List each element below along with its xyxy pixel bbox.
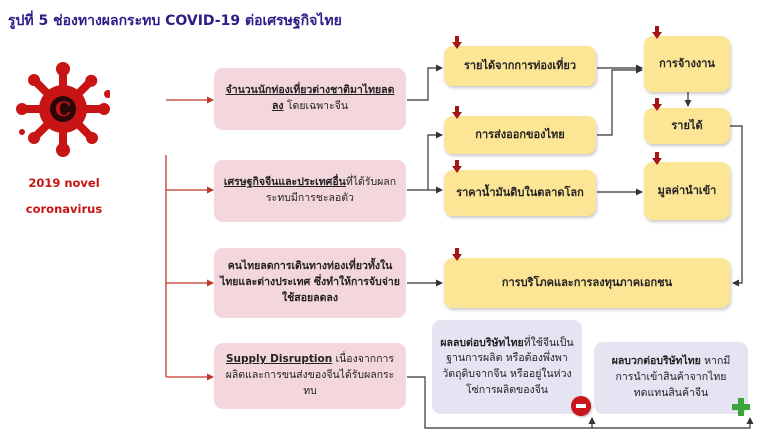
effect-exports-label: การส่งออกของไทย [475, 127, 565, 141]
virus-label-line1: 2019 novel [28, 176, 100, 190]
impact-positive-emph: ผลบวกต่อบริษัทไทย [611, 355, 701, 368]
effect-exports-box: การส่งออกของไทย [444, 116, 596, 154]
effect-import-value-label: มูลค่านำเข้า [657, 183, 717, 197]
effect-import-value-box: มูลค่านำเข้า [644, 162, 730, 220]
minus-icon [571, 396, 591, 416]
effect-income-box: รายได้ [644, 108, 730, 144]
effect-income-label: รายได้ [671, 118, 703, 132]
effect-employment-label: การจ้างงาน [659, 56, 715, 70]
impact-negative-box: ผลลบต่อบริษัทไทยที่ใช้จีนเป็นฐานการผลิต … [432, 320, 582, 414]
impact-negative-rest: ที่ใช้จีนเป็นฐานการผลิต หรือต้องพึ่งพาวั… [442, 336, 574, 396]
virus-label-line2: coronavirus [25, 202, 103, 216]
down-flag-icon [652, 26, 662, 39]
cause-thai-travel-box: คนไทยลดการเดินทางท่องเที่ยวทั้งในไทยและต… [214, 248, 406, 318]
cause-tourists-emph: จำนวนนักท่องเที่ยวต่างชาติมาไทยลดลง [225, 84, 395, 112]
down-flag-icon [452, 160, 462, 173]
cause-china-econ-rest: ที่ได้รับผลกระทบมีการชะลอตัว [266, 176, 397, 204]
down-flag-icon [452, 248, 462, 261]
impact-negative-emph: ผลลบต่อบริษัทไทย [440, 336, 524, 349]
cause-arrows [165, 96, 214, 381]
impact-positive-box: ผลบวกต่อบริษัทไทย หากมีการนำเข้าสินค้าจา… [594, 342, 748, 414]
down-flag-icon [652, 152, 662, 165]
cause-supply-rest: เนื่องจากการผลิตและการขนส่งของจีนได้รับผ… [225, 353, 395, 397]
effect-consumption-box: การบริโภคและการลงทุนภาคเอกชน [444, 258, 730, 308]
effect-oil-price-box: ราคาน้ำมันดิบในตลาดโลก [444, 170, 596, 216]
effect-tourism-income-label: รายได้จากการท่องเที่ยว [463, 58, 577, 72]
cause-china-econ-emph: เศรษฐกิจจีนและประเทศอื่น [223, 176, 346, 189]
impact-positive-rest: หากมีการนำเข้าสินค้าจากไทยทดแทนสินค้าจีน [615, 355, 731, 399]
diagram-title: รูปที่ 5 ช่องทางผลกระทบ COVID-19 ต่อเศรษ… [8, 13, 342, 29]
effect-consumption-label: การบริโภคและการลงทุนภาคเอกชน [501, 275, 673, 289]
effect-oil-price-label: ราคาน้ำมันดิบในตลาดโลก [456, 185, 584, 199]
effect-employment-box: การจ้างงาน [644, 36, 730, 92]
cause-supply-box: Supply Disruption เนื่องจากการผลิตและการ… [214, 343, 406, 409]
cause-tourists-box: จำนวนนักท่องเที่ยวต่างชาติมาไทยลดลง โดยเ… [214, 68, 406, 130]
coronavirus-icon: C [16, 62, 110, 157]
cause-tourists-rest: โดยเฉพาะจีน [283, 100, 349, 112]
plus-icon [732, 398, 750, 416]
down-flag-icon [652, 98, 662, 111]
effect-tourism-income-box: รายได้จากการท่องเที่ยว [444, 46, 596, 86]
cause-supply-emph: Supply Disruption [225, 353, 333, 366]
virus-letter: C [55, 97, 71, 121]
down-flag-icon [452, 36, 462, 49]
cause-china-econ-box: เศรษฐกิจจีนและประเทศอื่นที่ได้รับผลกระทบ… [214, 160, 406, 222]
cause-thai-travel-text: คนไทยลดการเดินทางท่องเที่ยวทั้งในไทยและต… [220, 260, 400, 304]
effect-arrows [407, 64, 754, 429]
down-flag-icon [452, 106, 462, 119]
